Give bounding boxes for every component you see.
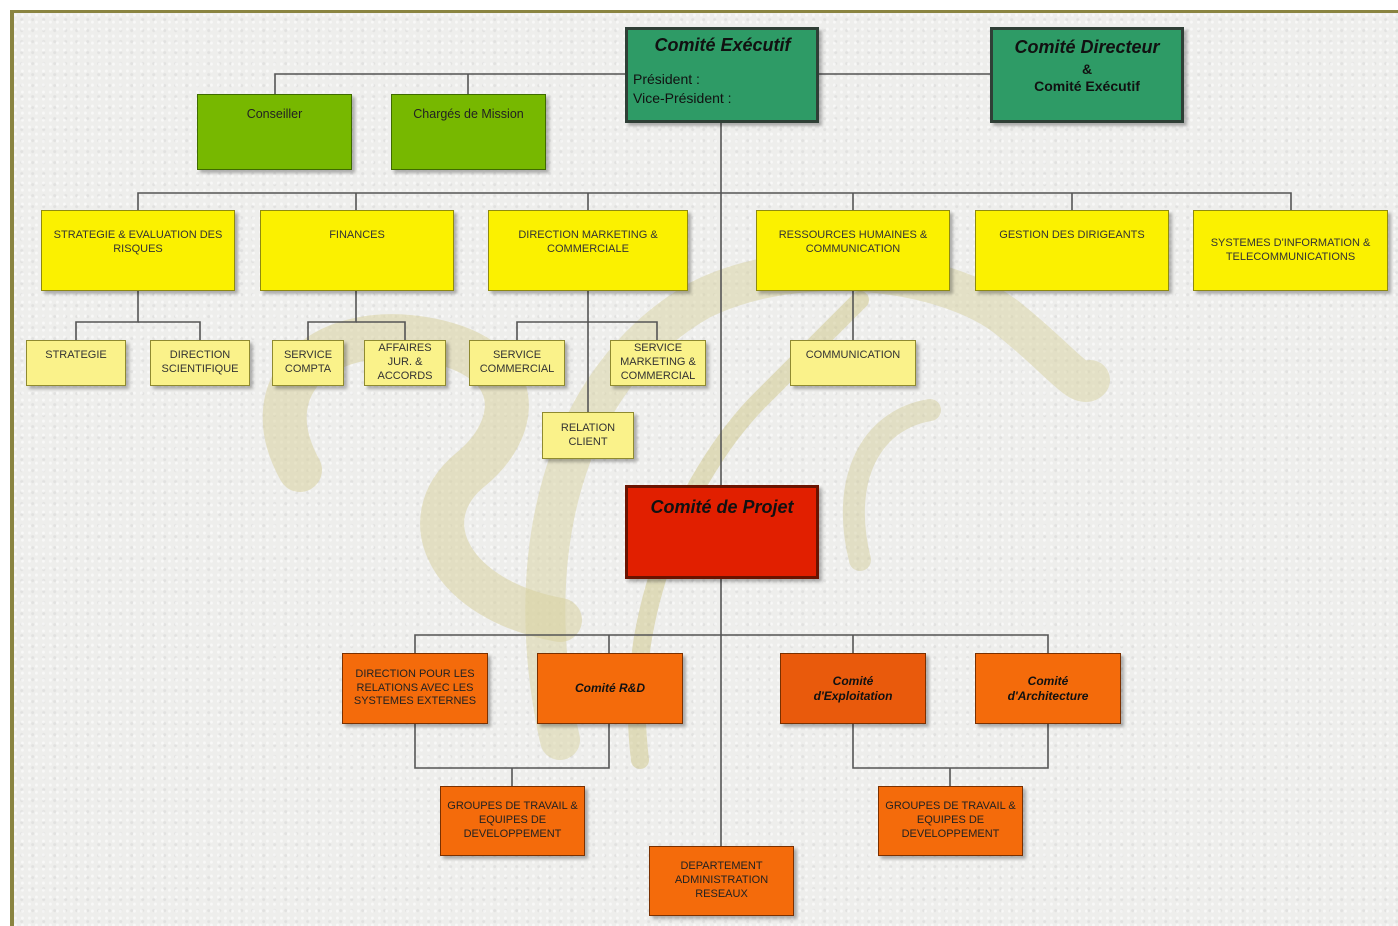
unit-direction-scientifique-label: DIRECTION SCIENTIFIQUE [161,349,239,375]
unit-service-commercial-box: SERVICE COMMERCIAL [469,340,565,386]
comite-exploitation-box: Comité d'Exploitation [780,653,926,724]
comite-directeur-sub: Comité Exécutif [1034,78,1140,94]
dept-finances-label: FINANCES [329,229,385,241]
unit-service-compta-box: SERVICE COMPTA [272,340,344,386]
comite-de-projet-title: Comité de Projet [650,497,794,517]
comite-rd-label: Comité R&D [574,681,645,695]
unit-communication-box: COMMUNICATION [790,340,916,386]
unit-affaires-jur-label: AFFAIRES JUR. & ACCORDS [377,342,433,382]
vice-president-label: Vice-Président : [633,90,732,106]
comite-exploitation-label-2: d'Exploitation [813,688,893,703]
comite-architecture-label-2: d'Architecture [1007,688,1089,703]
unit-service-commercial-label: SERVICE COMMERCIAL [479,349,555,375]
unit-service-compta-label: SERVICE COMPTA [283,349,333,375]
groupes-travail-left-box: GROUPES DE TRAVAIL & EQUIPES DE DEVELOPP… [440,786,585,856]
unit-direction-scientifique-box: DIRECTION SCIENTIFIQUE [150,340,250,386]
groupes-travail-right-label: GROUPES DE TRAVAIL & EQUIPES DE DEVELOPP… [885,800,1016,840]
comite-exploitation-label-1: Comité [832,673,874,688]
dept-dirigeants-label: GESTION DES DIRIGEANTS [999,229,1145,241]
comite-executif-title: Comité Exécutif [654,35,791,55]
comite-directeur-box: Comité Directeur & Comité Exécutif [990,27,1184,123]
unit-relation-client-box: RELATION CLIENT [542,412,634,459]
dept-si-label: SYSTEMES D'INFORMATION & TELECOMMUNICATI… [1210,236,1371,263]
unit-communication-label: COMMUNICATION [805,349,901,361]
unit-strategie-box: STRATEGIE [26,340,126,386]
dept-rh-box: RESSOURCES HUMAINES & COMMUNICATION [756,210,950,291]
dept-strategie-box: STRATEGIE & EVALUATION DES RISQUES [41,210,235,291]
unit-affaires-jur-box: AFFAIRES JUR. & ACCORDS [364,340,446,386]
admin-reseaux-label: DEPARTEMENT ADMINISTRATION RESEAUX [674,860,769,900]
charges-de-mission-label: Chargés de Mission [413,107,524,121]
unit-relation-client-label: RELATION CLIENT [560,421,616,448]
conseiller-label: Conseiller [246,107,303,121]
unit-service-marketing-box: SERVICE MARKETING & COMMERCIAL [610,340,706,386]
relations-externes-box: DIRECTION POUR LES RELATIONS AVEC LES SY… [342,653,488,724]
unit-strategie-label: STRATEGIE [45,349,107,361]
comite-executif-box: Comité Exécutif Président : Vice-Préside… [625,27,819,123]
dept-marketing-box: DIRECTION MARKETING & COMMERCIALE [488,210,688,291]
unit-service-marketing-label: SERVICE MARKETING & COMMERCIAL [620,342,696,382]
dept-strategie-label: STRATEGIE & EVALUATION DES RISQUES [53,229,223,255]
comite-architecture-box: Comité d'Architecture [975,653,1121,724]
dept-rh-label: RESSOURCES HUMAINES & COMMUNICATION [778,229,928,255]
comite-architecture-label-1: Comité [1027,673,1069,688]
relations-externes-label: DIRECTION POUR LES RELATIONS AVEC LES SY… [353,667,477,708]
groupes-travail-left-label: GROUPES DE TRAVAIL & EQUIPES DE DEVELOPP… [447,800,578,840]
dept-dirigeants-box: GESTION DES DIRIGEANTS [975,210,1169,291]
comite-de-projet-box: Comité de Projet [625,485,819,579]
dept-si-box: SYSTEMES D'INFORMATION & TELECOMMUNICATI… [1193,210,1388,291]
comite-rd-box: Comité R&D [537,653,683,724]
comite-directeur-title: Comité Directeur [1014,37,1160,57]
admin-reseaux-box: DEPARTEMENT ADMINISTRATION RESEAUX [649,846,794,916]
dept-marketing-label: DIRECTION MARKETING & COMMERCIALE [518,229,658,255]
groupes-travail-right-box: GROUPES DE TRAVAIL & EQUIPES DE DEVELOPP… [878,786,1023,856]
comite-directeur-amp: & [1081,60,1093,77]
charges-de-mission-box: Chargés de Mission [391,94,546,170]
conseiller-box: Conseiller [197,94,352,170]
president-label: Président : [633,70,700,87]
dept-finances-box: FINANCES [260,210,454,291]
